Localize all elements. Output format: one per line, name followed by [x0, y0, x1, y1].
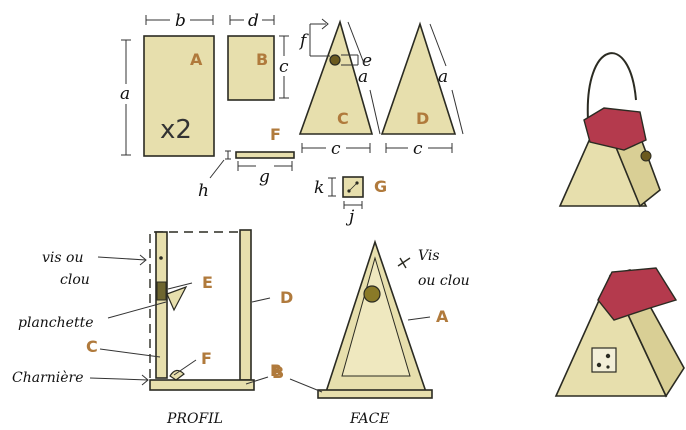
dim-label-j: j	[345, 207, 355, 227]
entrance-hole	[329, 54, 341, 66]
birdhouse-sketch-bottom	[554, 267, 685, 398]
dim-label-h: h	[198, 181, 209, 201]
dim-label-f: f	[298, 31, 309, 51]
profile-part-f-label: F	[201, 349, 212, 368]
part-c-label: C	[337, 109, 349, 128]
view-title-face: FACE	[349, 411, 390, 427]
part-d-label: D	[416, 109, 429, 128]
part-a-panel: A x2	[143, 35, 215, 157]
dimension-h: h	[198, 150, 231, 201]
face-view: A B Vis ou clou FACE	[272, 239, 470, 427]
dim-label-g: g	[259, 167, 270, 187]
dimension-d: d	[229, 11, 275, 31]
part-f-strip: F	[235, 125, 295, 159]
dimension-c-d: c	[385, 139, 453, 159]
note-vis-ou-clou-right-2: ou clou	[418, 273, 470, 289]
dimension-b: b	[145, 11, 214, 31]
dim-label-e: e	[362, 51, 372, 71]
part-g-square: G	[342, 176, 387, 198]
dimension-k: k	[314, 177, 336, 198]
note-vis-ou-clou-left-1: vis ou	[42, 250, 83, 266]
part-g-label: G	[374, 177, 387, 196]
face-part-b-label: B	[272, 363, 284, 382]
note-vis-ou-clou-right-1: Vis	[418, 248, 440, 264]
note-vis-ou-clou-left-2: clou	[60, 272, 90, 288]
dimension-g: g	[237, 161, 293, 187]
part-b-label: B	[256, 50, 268, 69]
note-planchette: planchette	[18, 315, 93, 331]
dimension-e: e	[341, 51, 372, 71]
face-entrance-hole	[363, 285, 381, 303]
dimension-c-b: c	[279, 35, 289, 99]
profile-part-e-label: E	[202, 273, 213, 292]
part-c-panel: C	[298, 19, 374, 135]
quantity-note: x2	[160, 115, 192, 145]
dimension-f: f	[298, 18, 330, 57]
view-title-profil: PROFIL	[166, 411, 223, 427]
profile-view: E D C F B vis ou clou planchette Charniè…	[12, 229, 293, 427]
dimension-a-left: a	[120, 39, 131, 156]
note-charniere: Charnière	[12, 370, 84, 386]
dim-label-k: k	[314, 178, 324, 198]
part-d-panel: D	[380, 21, 457, 135]
dimension-c-c: c	[301, 139, 371, 159]
profile-part-c-label: C	[86, 337, 98, 356]
dim-label-c-b: c	[279, 57, 289, 77]
dim-label-c-c: c	[331, 139, 341, 159]
birdhouse-sketch-top	[558, 52, 661, 208]
profile-part-d-label: D	[280, 288, 293, 307]
part-b-panel: B	[227, 35, 275, 101]
part-f-label: F	[270, 125, 281, 144]
face-part-a-label: A	[436, 307, 449, 326]
dim-label-b: b	[175, 11, 186, 31]
dimension-a-d: a	[429, 23, 464, 135]
part-a-label: A	[190, 50, 203, 69]
dim-label-c-d: c	[413, 139, 423, 159]
dim-label-d: d	[248, 11, 259, 31]
profile-part-b-label: B	[270, 361, 282, 380]
dimension-j: j	[343, 201, 363, 227]
dim-label-a-c: a	[358, 67, 368, 87]
dim-label-a-left: a	[120, 84, 130, 104]
dimension-a-c: a	[347, 21, 381, 135]
dim-label-a-d: a	[438, 67, 448, 87]
